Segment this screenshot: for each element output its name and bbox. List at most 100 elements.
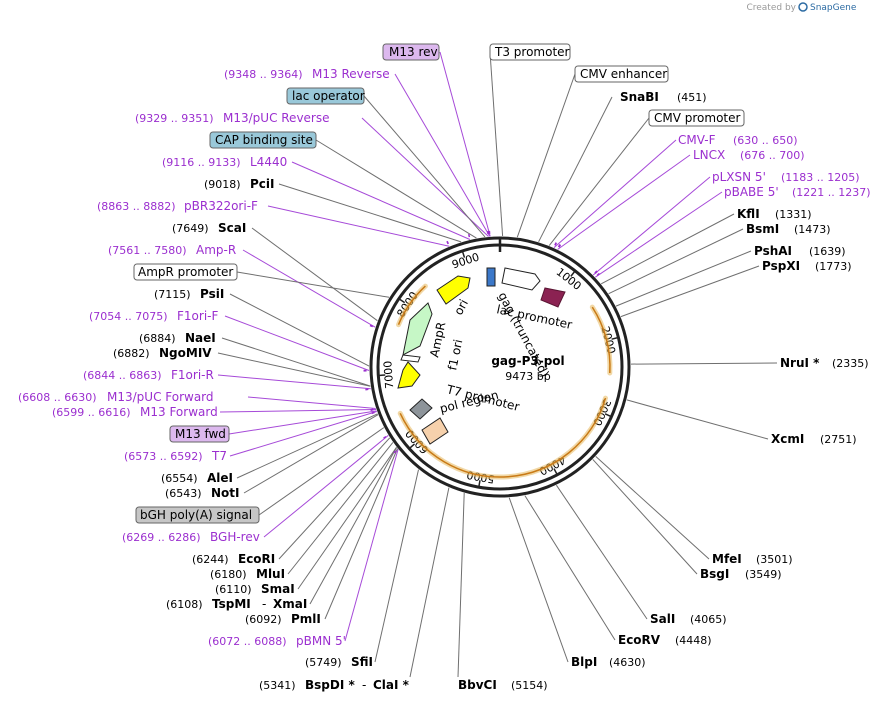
cmv-f-lead — [553, 139, 677, 248]
sfii-lead — [374, 469, 419, 663]
m13-fwd-lead — [228, 410, 377, 435]
nrui-pos: (2335) — [832, 357, 869, 370]
noti-name: NotI — [211, 486, 240, 500]
bsgi-name: BsgI — [700, 567, 729, 581]
m13-reverse-pos: (9348 .. 9364) — [224, 68, 303, 81]
pbr322ori-f-pos: (8863 .. 8882) — [97, 200, 176, 213]
blpi-name: BlpI — [571, 655, 597, 669]
gag-outer-arc — [591, 306, 611, 374]
f1ori-r-pos: (6844 .. 6863) — [83, 369, 162, 382]
m13-rev-box — [382, 43, 440, 61]
lac-operator-box — [286, 87, 365, 105]
tspmi-name: TspMI — [212, 597, 251, 611]
m13-forward-lead — [219, 409, 377, 413]
f1-ori-label: f1 ori — [445, 338, 465, 372]
ecorv-lead — [524, 495, 616, 641]
plasmid-size: 9473 bp — [505, 370, 550, 383]
tspmi-separator: - — [262, 597, 266, 611]
pcii-name: PciI — [250, 177, 275, 191]
bgh-polya-box — [135, 506, 260, 524]
pbmn-name: pBMN 5' — [296, 634, 346, 648]
ngomiv-lead — [217, 352, 371, 387]
sali-pos: (4065) — [690, 613, 727, 626]
m13-forward-name: M13 Forward — [140, 405, 218, 419]
bsgi-pos: (3549) — [745, 568, 782, 581]
f1-ori-arrow-icon — [397, 361, 421, 389]
pcii-lead — [278, 183, 462, 243]
pshai-name: PshAI — [754, 244, 792, 258]
primer-bar — [371, 411, 375, 415]
inner-features — [397, 267, 566, 445]
cap-binding-site-label: CAP binding site — [215, 133, 313, 147]
bsmi-name: BsmI — [746, 222, 779, 236]
cmv-enhancer-box — [574, 65, 669, 83]
smai-lead — [297, 447, 397, 590]
mlui-name: MluI — [256, 567, 285, 581]
xcmi-name: XcmI — [771, 432, 804, 446]
plxsn-lead — [592, 176, 711, 276]
primer-bar — [596, 272, 600, 276]
bgh-rev-pos: (6269 .. 6286) — [122, 531, 201, 544]
pol-region-box-icon — [421, 417, 449, 445]
bgh-rev-name: BGH-rev — [210, 530, 260, 544]
tick-label-7000: 7000 — [381, 360, 396, 389]
cmv-f-name: CMV-F — [678, 133, 716, 147]
pshai-lead — [615, 250, 752, 307]
snabi-lead — [538, 96, 613, 243]
blpi-pos: (4630) — [609, 656, 646, 669]
cmv-promoter-label: CMV promoter — [654, 111, 741, 125]
cap-binding-site-box — [209, 131, 317, 149]
snapgene-logo-icon — [798, 2, 808, 12]
pcii-pos: (9018) — [204, 178, 241, 191]
m13-puc-forward-name: M13/pUC Forward — [107, 390, 214, 404]
xmai-lead — [309, 447, 398, 605]
m13-puc-forward-pos: (6608 .. 6630) — [18, 391, 97, 404]
f1ori-f-pos: (7054 .. 7075) — [89, 310, 168, 323]
scai-pos: (7649) — [172, 222, 209, 235]
lac-promoter-label: lac promoter — [495, 302, 573, 332]
cmv-promoter-box — [648, 109, 745, 127]
primer-bars — [363, 230, 600, 454]
lac-promoter-arrow-icon — [501, 267, 541, 291]
ampr-promoter-label: AmpR promoter — [138, 265, 233, 279]
ecorv-pos: (4448) — [675, 634, 712, 647]
pbabe-pos: (1221 .. 1237) — [792, 186, 871, 199]
m13-fwd-box — [169, 425, 230, 443]
m13-puc-reverse-name: M13/pUC Reverse — [223, 111, 330, 125]
bgh-polya-lead — [258, 427, 385, 516]
mfei-lead — [595, 456, 710, 560]
t7-primer-name: T7 — [211, 449, 227, 463]
right-side-labels: SnaBI (451) CMV-F (630 .. 650) LNCX (676… — [458, 90, 871, 692]
bspdi-name: BspDI * — [305, 678, 355, 692]
m13-fwd-label: M13 fwd — [175, 427, 226, 441]
cmv-f-pos: (630 .. 650) — [733, 134, 798, 147]
created-by-text: Created by — [746, 3, 796, 13]
tick-1000 — [570, 270, 576, 277]
f1ori-r-name: F1ori-R — [171, 368, 214, 382]
pbr322ori-f-name: pBR322ori-F — [184, 199, 258, 213]
m13-rev-label: M13 rev — [389, 45, 438, 59]
bspdi-separator: - — [362, 678, 366, 692]
t3-lead — [489, 51, 504, 237]
scai-lead — [251, 227, 378, 322]
t7-primer-lead — [229, 411, 377, 457]
snapgene-brand: SnapGene — [810, 3, 857, 13]
f1ori-r-lead — [217, 374, 371, 390]
m13-reverse-name: M13 Reverse — [312, 67, 390, 81]
pol-outer-arc — [399, 397, 607, 478]
primer-bar — [594, 270, 598, 274]
ampr-promoter-arrow-icon — [400, 354, 421, 363]
ampr-outer-arc — [397, 285, 426, 325]
pbmn-lead — [344, 449, 399, 642]
bgh-rev-lead — [263, 435, 389, 538]
t3-promoter-box — [489, 43, 571, 61]
mfei-pos: (3501) — [756, 553, 793, 566]
naei-name: NaeI — [185, 331, 216, 345]
tspmi-pos: (6108) — [166, 598, 203, 611]
tick-4000 — [553, 468, 558, 476]
smai-pos: (6110) — [215, 583, 252, 596]
bbvci-name: BbvCI — [458, 678, 497, 692]
mfei-name: MfeI — [712, 552, 742, 566]
l4440-pos: (9116 .. 9133) — [162, 156, 241, 169]
